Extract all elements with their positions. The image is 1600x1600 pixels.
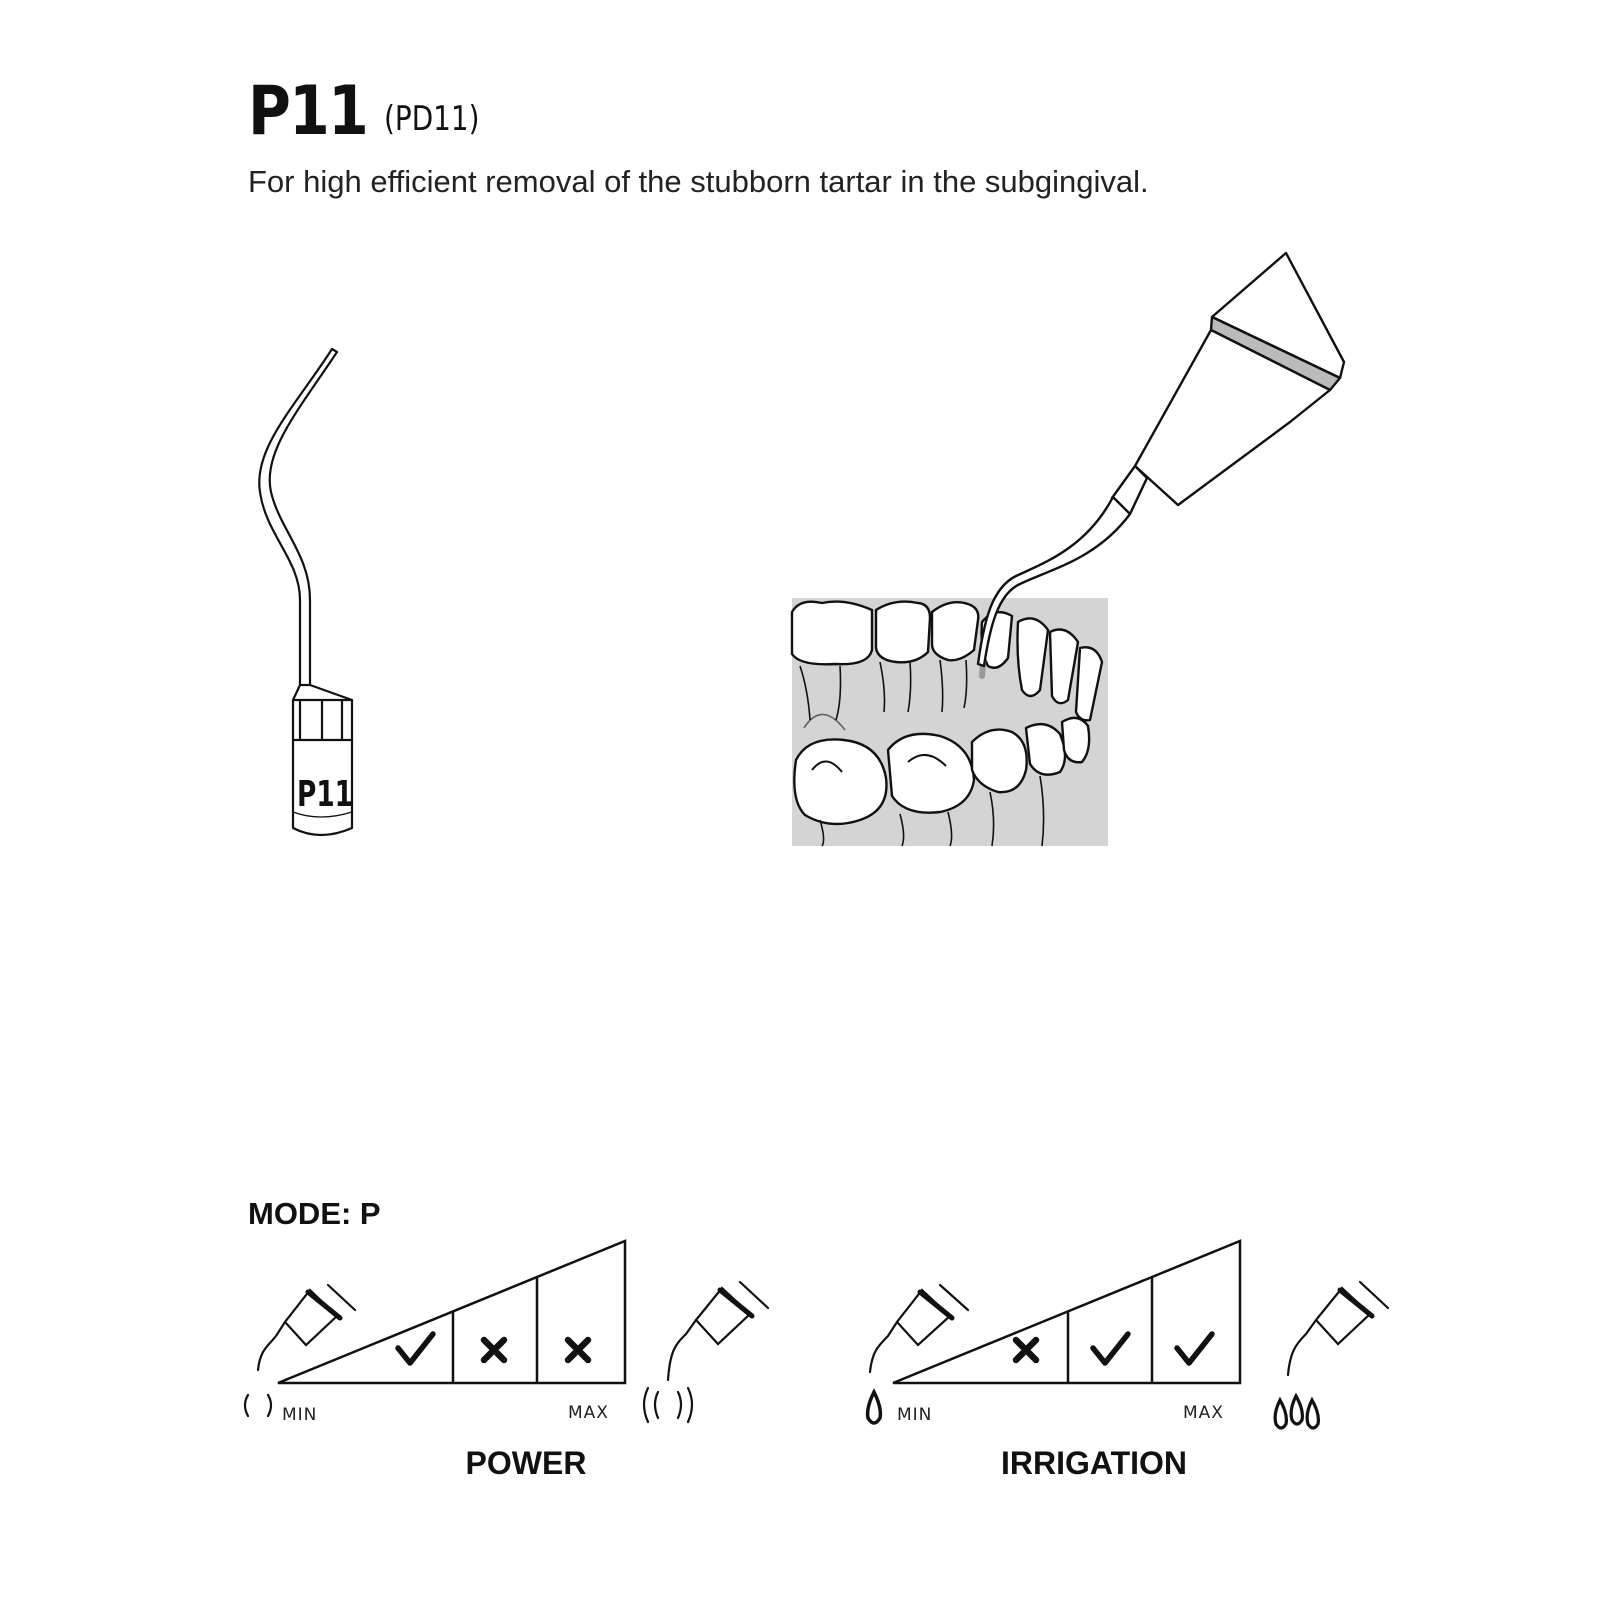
power-high-cross-mark: [564, 1336, 592, 1364]
irrigation-scale: MIN MAX IRRIGATION: [865, 1239, 1390, 1481]
irrigation-triangle: [892, 1239, 1242, 1385]
mode-label: MODE: P: [248, 1196, 381, 1231]
weak-vibration-icon: [243, 1283, 357, 1418]
many-drops-icon: [1273, 1280, 1390, 1430]
handpiece-body: [976, 251, 1346, 668]
irrigation-low-cross-mark: [1012, 1336, 1040, 1364]
power-triangle: [277, 1239, 627, 1385]
power-title: POWER: [466, 1445, 587, 1481]
lower-roots: [811, 754, 1045, 847]
power-scale: MIN MAX POWER: [243, 1239, 770, 1481]
scaler-tip-icon: P11: [258, 347, 354, 837]
title-row: P11 (PD11): [248, 78, 501, 146]
power-low-check-mark: [395, 1331, 436, 1366]
irrigation-high-check-mark: [1174, 1331, 1215, 1366]
power-min-label: MIN: [282, 1405, 317, 1425]
irrigation-min-label: MIN: [897, 1405, 932, 1425]
handpiece-on-teeth-illustration: [790, 251, 1346, 847]
tip-engraving: P11: [297, 774, 353, 815]
lower-teeth: [793, 716, 1091, 826]
alternate-code: (PD11): [384, 99, 480, 139]
irrigation-max-label: MAX: [1183, 1403, 1224, 1423]
upper-teeth: [790, 600, 1104, 722]
power-max-label: MAX: [568, 1403, 609, 1423]
strong-vibration-icon: [642, 1280, 770, 1424]
irrigation-title: IRRIGATION: [1001, 1445, 1187, 1481]
upper-roots: [799, 659, 968, 731]
irrigation-medium-check-mark: [1090, 1331, 1131, 1366]
product-description: For high efficient removal of the stubbo…: [248, 164, 1149, 199]
single-drop-icon: [865, 1283, 970, 1425]
power-medium-cross-mark: [480, 1336, 508, 1364]
model-name: P11: [248, 72, 369, 151]
